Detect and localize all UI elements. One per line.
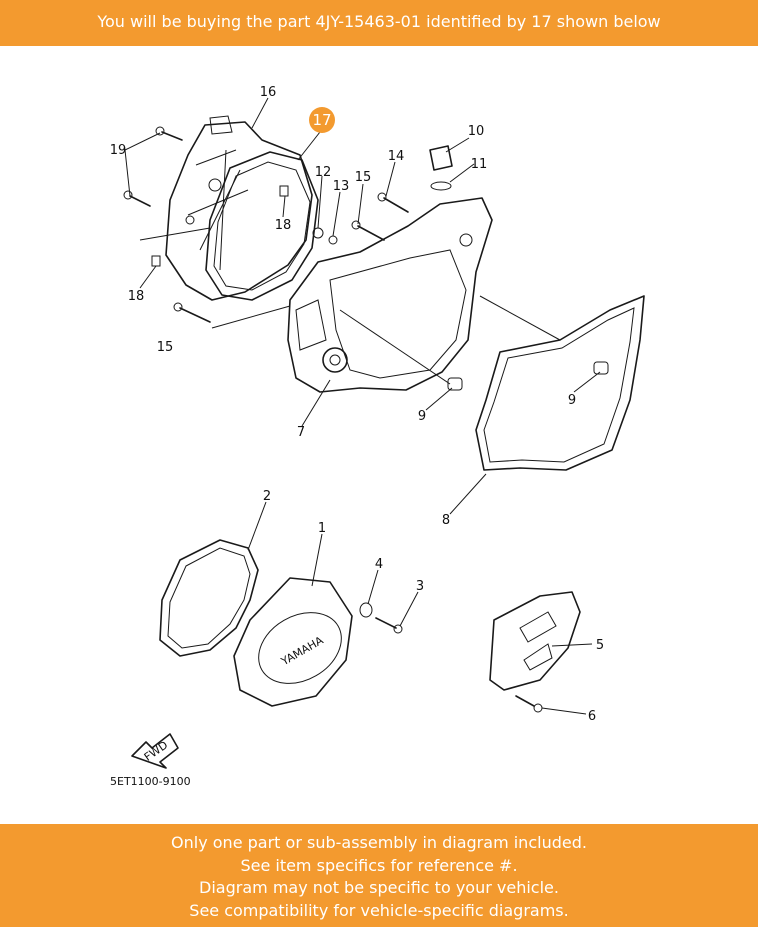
callout-5: 5 xyxy=(596,638,604,653)
callout-9b: 9 xyxy=(568,393,576,408)
highlight-17-label: 17 xyxy=(312,111,331,129)
part-8-gasket xyxy=(475,295,645,471)
callout-15b: 15 xyxy=(157,340,174,355)
dowels-part-9 xyxy=(447,361,609,391)
callout-14: 14 xyxy=(388,149,405,164)
footer-line-2: See item specifics for reference #. xyxy=(240,855,518,875)
callout-16: 16 xyxy=(260,85,277,100)
callout-8: 8 xyxy=(442,513,450,528)
callout-6: 6 xyxy=(588,709,596,724)
brand-text: YAMAHA xyxy=(278,634,326,669)
callout-15a: 15 xyxy=(355,170,372,185)
highlight-17: 17 xyxy=(309,107,335,133)
parts-diagram: YAMAHA FWD xyxy=(110,85,645,788)
callout-4: 4 xyxy=(375,557,383,572)
parts-3-4 xyxy=(359,602,403,634)
callout-10: 10 xyxy=(468,124,485,139)
callout-1: 1 xyxy=(318,521,326,536)
part-17-gasket xyxy=(205,151,319,301)
part-16-cover xyxy=(165,115,313,301)
bolts xyxy=(123,126,409,323)
footer-banner: Only one part or sub-assembly in diagram… xyxy=(0,824,758,927)
part-7-crankcase-cover xyxy=(287,197,493,393)
callout-7: 7 xyxy=(297,425,305,440)
leader-lines xyxy=(124,97,601,715)
footer-line-3: Diagram may not be specific to your vehi… xyxy=(199,878,559,897)
diagram-code: 5ET1100-9100 xyxy=(110,775,191,788)
callout-2: 2 xyxy=(263,489,271,504)
parts-5-6 xyxy=(489,591,581,713)
callout-3: 3 xyxy=(416,579,424,594)
part-2-gasket xyxy=(159,539,259,657)
callout-19: 19 xyxy=(110,143,127,158)
callout-labels: 16 19 12 13 14 15 10 11 18 18 15 7 9 9 8… xyxy=(110,85,604,724)
header-text: You will be buying the part 4JY-15463-01… xyxy=(97,12,661,31)
footer-line-1: Only one part or sub-assembly in diagram… xyxy=(171,833,587,852)
footer-line-4: See compatibility for vehicle-specific d… xyxy=(189,900,569,920)
callout-12: 12 xyxy=(315,165,332,180)
callout-13: 13 xyxy=(333,179,350,194)
part-10-plug xyxy=(429,145,453,191)
fwd-arrow-icon xyxy=(131,733,179,769)
callout-18b: 18 xyxy=(128,289,145,304)
callout-9a: 9 xyxy=(418,409,426,424)
callout-11: 11 xyxy=(471,157,488,172)
header-banner: You will be buying the part 4JY-15463-01… xyxy=(0,0,758,46)
callout-18a: 18 xyxy=(275,218,292,233)
part-1-cover xyxy=(233,577,353,707)
